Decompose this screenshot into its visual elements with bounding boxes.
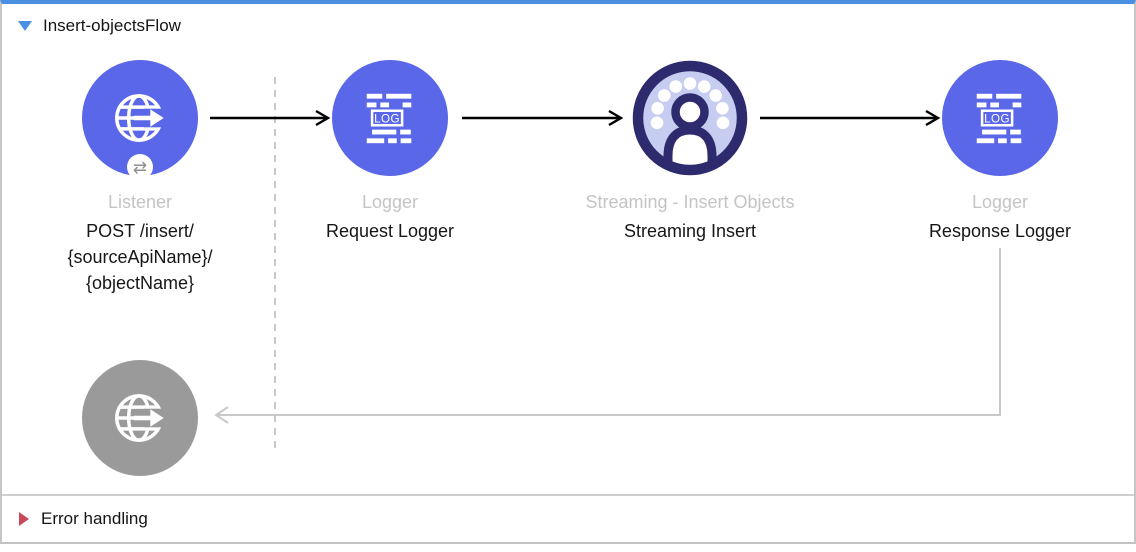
log-icon-text: LOG <box>984 112 1010 125</box>
node-request-logger[interactable]: LOG <box>332 60 448 176</box>
node-type-label: Logger <box>361 192 419 212</box>
node-caption: Streaming Insert <box>623 221 757 241</box>
caption-line: {sourceApiName}/ <box>67 247 213 267</box>
node-type-label: Listener <box>107 192 173 212</box>
logger-log-icon: LOG <box>366 93 412 144</box>
node-listener[interactable]: ⇄ <box>82 60 198 180</box>
node-group-response-endpoint <box>20 360 260 476</box>
node-caption: Response Logger <box>928 221 1072 241</box>
log-icon-text: LOG <box>374 112 400 125</box>
node-group-response-logger: LOG Logger Response Logger <box>880 60 1120 244</box>
http-listener-globe-icon <box>115 94 171 142</box>
exchange-arrows-badge-icon: ⇄ <box>127 154 153 180</box>
logger-log-icon: LOG <box>976 93 1022 144</box>
flow-title[interactable]: Insert-objectsFlow <box>43 16 181 35</box>
node-group-streaming-insert: Streaming - Insert Objects Streaming Ins… <box>570 60 810 244</box>
expand-error-handling-toggle-icon[interactable] <box>19 512 29 526</box>
return-connector-line <box>218 248 1001 416</box>
node-caption: POST /insert/ {sourceApiName}/ {objectNa… <box>20 218 260 296</box>
node-type-label: Logger <box>971 192 1029 212</box>
node-type-label: Streaming - Insert Objects <box>585 192 795 212</box>
http-listener-globe-icon <box>115 394 171 442</box>
node-streaming-insert[interactable] <box>632 60 748 176</box>
error-handling-section: Error handling <box>2 494 1134 542</box>
node-group-request-logger: LOG Logger Request Logger <box>270 60 510 244</box>
user-dots-connector-icon <box>632 60 748 176</box>
caption-line: POST /insert/ <box>86 221 194 241</box>
node-group-listener: ⇄ Listener POST /insert/ {sourceApiName}… <box>20 60 260 296</box>
node-caption: Request Logger <box>325 221 455 241</box>
node-response-endpoint[interactable] <box>82 360 198 476</box>
error-handling-title[interactable]: Error handling <box>41 509 148 528</box>
flow-header: Insert-objectsFlow <box>18 16 181 36</box>
collapse-flow-toggle-icon[interactable] <box>18 21 32 31</box>
node-response-logger[interactable]: LOG <box>942 60 1058 176</box>
caption-line: {objectName} <box>85 273 195 293</box>
